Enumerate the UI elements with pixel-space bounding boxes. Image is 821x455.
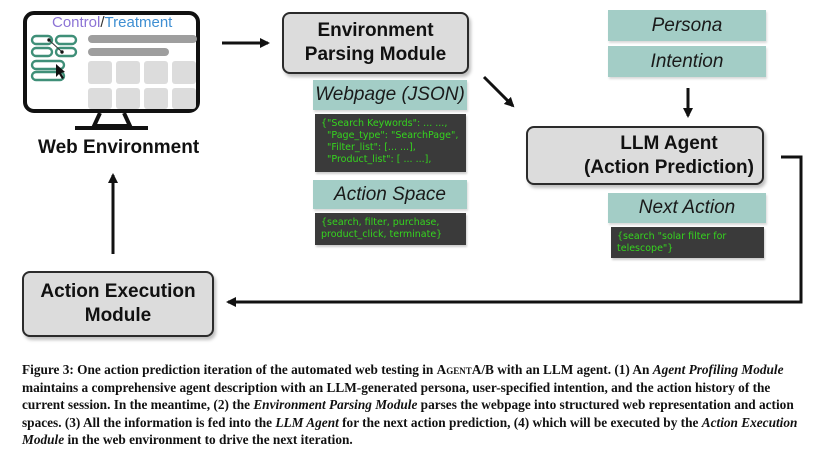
action-space-header: Action Space: [313, 180, 467, 209]
webpage-json-header: Webpage (JSON): [313, 80, 467, 110]
arrow-agent-to-execution: [226, 155, 803, 307]
next-action-header: Next Action: [608, 193, 766, 223]
control-label: Control: [52, 14, 101, 31]
figure-caption: Figure 3: One action prediction iteratio…: [22, 362, 798, 448]
arrow-parsing-to-agent: [482, 75, 515, 108]
webpage-json-code: {"Search Keywords": ... ..., "Page_type"…: [315, 114, 466, 172]
monitor-icon: [23, 11, 200, 130]
sidebar-pills: [30, 34, 78, 82]
system-name: AgentA/B: [436, 362, 494, 377]
persona-box: Persona: [608, 10, 766, 41]
web-environment-label: Web Environment: [38, 137, 200, 158]
treatment-label: Treatment: [104, 14, 173, 31]
connector-layer: [23, 11, 803, 307]
intention-box: Intention: [608, 46, 766, 77]
action-space-code: {search, filter, purchase, product_click…: [315, 213, 466, 245]
next-action-code: {search "solar filter for telescope"}: [611, 227, 764, 258]
screen-title: Control/Treatment: [52, 14, 173, 31]
cursor-icon: [56, 64, 65, 79]
llm-agent-module: LLM Agent(Action Prediction): [526, 126, 764, 185]
